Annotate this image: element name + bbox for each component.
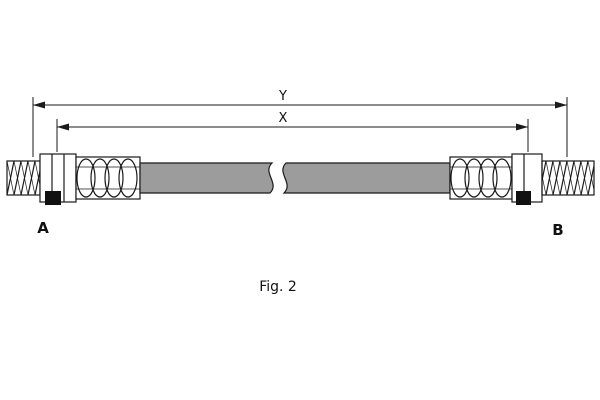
crimp-ring (464, 158, 484, 198)
thread-section-left (6, 160, 41, 196)
crimp-ring (450, 158, 470, 198)
crimp-ring (492, 158, 512, 198)
hex-nut-right-shadow (516, 191, 531, 205)
hex-nut-left-shadow (45, 191, 61, 205)
ferrule-right (449, 156, 513, 200)
arrowhead-left-icon (33, 101, 45, 109)
thread-section-right (541, 160, 595, 196)
threaded-fitting-left (6, 160, 41, 196)
dimension-x: X (56, 111, 529, 152)
figure-caption: Fig. 2 (259, 279, 297, 295)
crimp-ring (90, 158, 110, 198)
hose-assembly (6, 153, 595, 205)
threaded-fitting-right (541, 160, 595, 196)
arrowhead-left-icon (57, 123, 69, 131)
dimension-y: Y (32, 89, 568, 157)
hose-left-segment (139, 162, 274, 194)
ferrule-left (75, 156, 141, 200)
crimp-ring (118, 158, 138, 198)
crimp-ring (76, 158, 96, 198)
arrowhead-right-icon (555, 101, 567, 109)
hex-nut-left (39, 153, 77, 205)
ferrule-right-body (449, 156, 513, 200)
arrowhead-right-icon (516, 123, 528, 131)
hex-nut-right (511, 153, 543, 205)
crimp-ring (478, 158, 498, 198)
crimp-ring (104, 158, 124, 198)
hose-right-segment (282, 162, 451, 194)
end-label-a: A (37, 219, 49, 237)
dimension-y-label: Y (278, 89, 287, 104)
dimension-x-label: X (279, 111, 288, 126)
end-label-b: B (552, 221, 563, 239)
labels: A B Fig. 2 (37, 219, 564, 295)
